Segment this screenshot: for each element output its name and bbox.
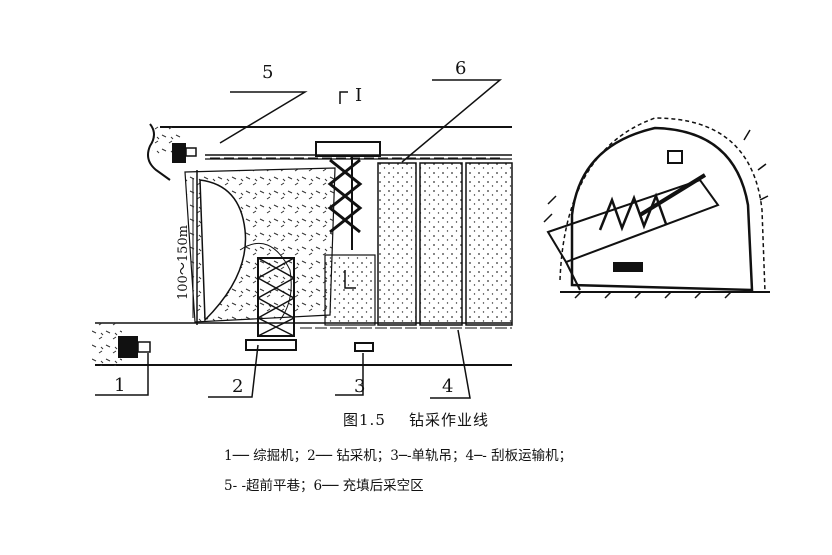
- figure-title: 钻采作业线: [408, 411, 489, 429]
- label-3: 3: [354, 376, 365, 397]
- section-mark-top: I: [355, 85, 362, 106]
- figure-caption: 图1.5 钻采作业线: [0, 409, 832, 430]
- callouts: 5 6 1 2 3 4: [95, 58, 503, 399]
- monorail-hoist: [354, 342, 374, 352]
- dimension-marker: 100～150m: [176, 178, 194, 318]
- bottom-drift: [92, 322, 512, 366]
- dimension-label: 100～150m: [176, 225, 191, 300]
- label-5: 5: [262, 62, 273, 83]
- section-view: [543, 117, 770, 299]
- filled-goaf-zones: [324, 162, 513, 326]
- legend-line-2: 5- -超前平巷；6── 充填后采空区: [224, 478, 424, 494]
- roadheader-machine: [118, 336, 151, 358]
- label-1: 1: [114, 375, 125, 396]
- figure-number: 图1.5: [343, 411, 386, 429]
- plan-view: 100～150m I: [92, 58, 513, 399]
- drilling-miner-zigzag: [315, 141, 381, 250]
- label-6: 6: [455, 58, 466, 79]
- working-face: [184, 167, 336, 325]
- drilling-miner-base: [245, 339, 297, 351]
- advance-drift-machine: [172, 143, 197, 163]
- section-machine: [546, 173, 720, 291]
- legend-line-1: 1── 综掘机；2── 钻采机；3─-单轨吊；4─- 刮板运输机；: [224, 448, 573, 464]
- section-monorail-box: [667, 150, 683, 164]
- label-2: 2: [232, 376, 243, 397]
- conveyor-lattice: [257, 257, 295, 337]
- label-4: 4: [442, 376, 453, 397]
